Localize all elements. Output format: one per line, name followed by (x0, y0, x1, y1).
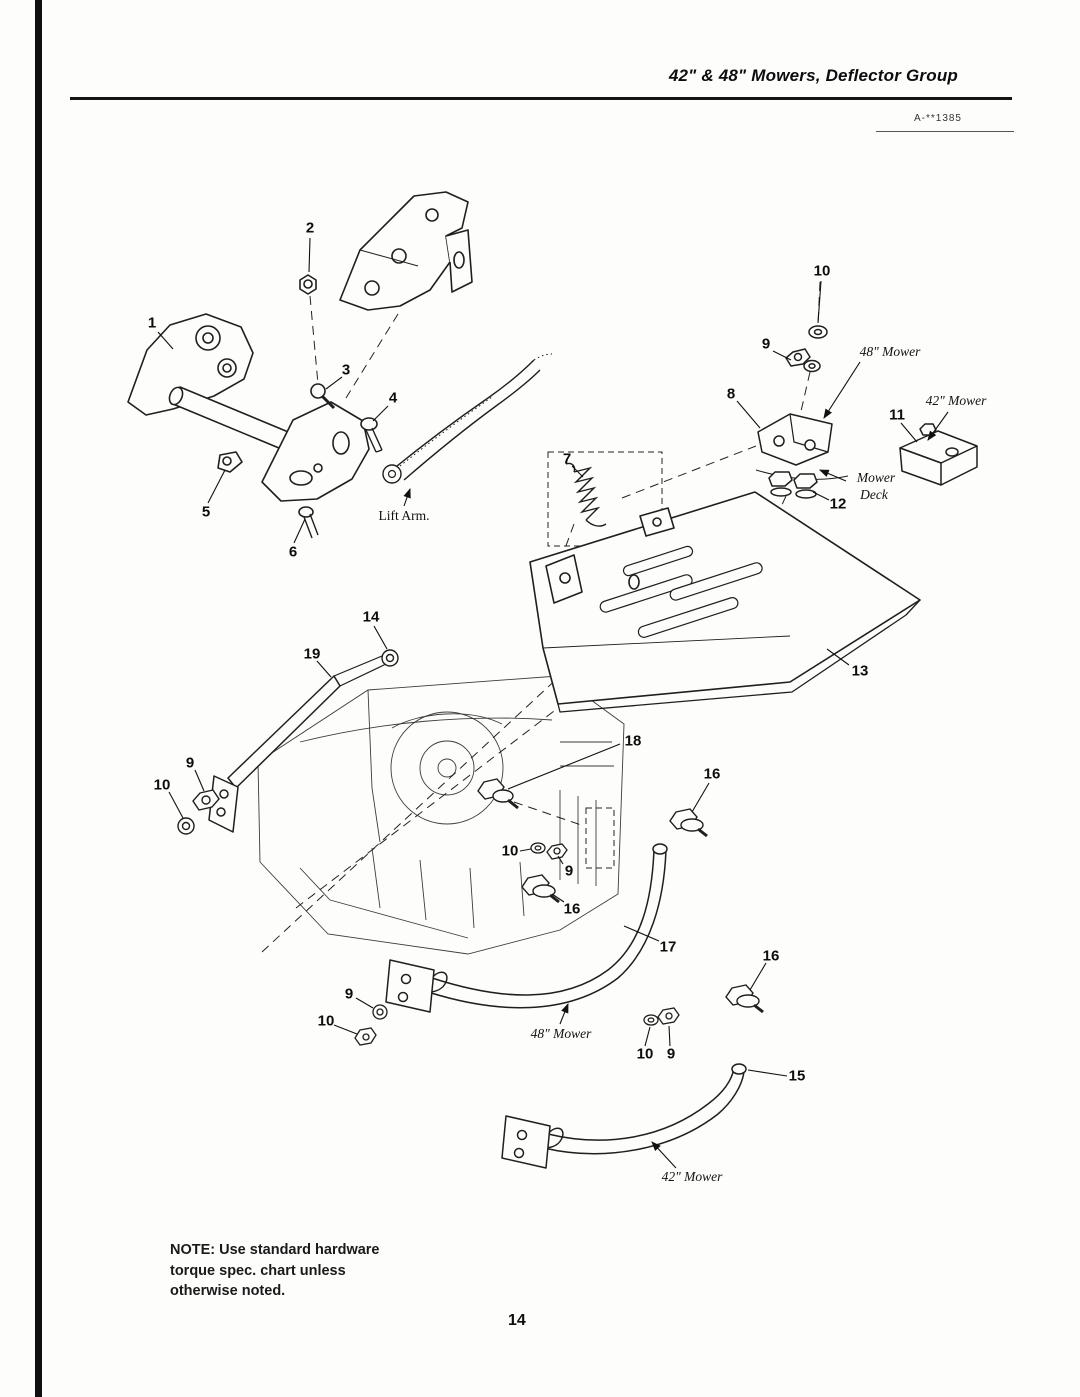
part-17-deflector-rod-48 (385, 843, 668, 1013)
label-42-mower-bottom: 42" Mower (661, 1169, 723, 1184)
part-9-10-hardware-left (177, 789, 220, 835)
callout-part-10-rod48: 10 (317, 1012, 335, 1030)
callout-part-16-c: 16 (762, 947, 780, 965)
callout-part-18: 18 (624, 732, 642, 750)
part-9-10-hardware-rod48 (354, 1004, 388, 1046)
callout-part-3: 3 (341, 361, 351, 379)
doc-code: A-**1385 (913, 113, 962, 124)
part-18-bolt (477, 778, 519, 810)
part-2-nut (299, 274, 317, 295)
label-lift-arm: Lift Arm. (378, 508, 430, 523)
note-line-2: torque spec. chart unless (170, 1262, 346, 1279)
part-8-bracket (757, 413, 833, 466)
deflector-mount-parts (757, 325, 978, 499)
part-9-10-hardware-top (785, 325, 828, 373)
a-frame-bracket (261, 401, 370, 502)
label-mower-deck-line1: Mower (856, 470, 896, 485)
part-3-bolt (310, 383, 336, 410)
callout-part-14: 14 (362, 608, 380, 626)
phantom-boxes (547, 451, 663, 869)
label-48-mower-bottom: 48" Mower (530, 1026, 592, 1041)
part-19-rod (208, 655, 387, 833)
callout-part-19: 19 (303, 645, 321, 663)
callout-part-11: 11 (889, 406, 905, 424)
plate-top-bracket (639, 507, 675, 537)
note-line-3: otherwise noted. (170, 1283, 286, 1300)
label-42-mower-top: 42" Mower (925, 393, 987, 408)
part-14-washer (381, 649, 399, 667)
callout-part-9-rod42: 9 (666, 1045, 676, 1063)
page-title: 42" & 48" Mowers, Deflector Group (668, 66, 958, 85)
part-9-10-hardware-rod42 (643, 1007, 680, 1026)
callout-part-10-top: 10 (813, 262, 831, 280)
callout-part-6: 6 (288, 543, 298, 561)
callout-part-9-left: 9 (185, 754, 195, 772)
callout-part-12: 12 (829, 495, 847, 513)
hardware-note: NOTE: Use standard hardware torque spec.… (170, 1240, 380, 1302)
part-16-bolt-a (669, 808, 708, 838)
part-16-bolts (521, 808, 764, 1014)
part-15-deflector-rod-42 (501, 1063, 747, 1169)
callout-part-10-rod42: 10 (636, 1045, 654, 1063)
label-48-mower-top: 48" Mower (859, 344, 921, 359)
callout-part-16-b: 16 (563, 900, 581, 918)
callout-part-4: 4 (388, 389, 398, 407)
callout-part-1: 1 (147, 314, 157, 332)
callout-part-17: 17 (659, 938, 677, 956)
callout-part-2: 2 (305, 219, 315, 237)
callout-part-13: 13 (851, 662, 869, 680)
part-9-10-hardware-mid (530, 842, 568, 860)
part-11-bracket (899, 423, 978, 486)
header-rule (70, 97, 1012, 100)
upper-mount-bracket (339, 191, 473, 311)
part-12-bolts (768, 471, 818, 499)
page-number: 14 (508, 1312, 526, 1329)
label-arrows (403, 361, 949, 1169)
hanger-bracket-assembly (127, 191, 473, 539)
plate-pivot-bracket (545, 554, 583, 604)
callout-part-15: 15 (788, 1067, 806, 1085)
scan-edge-border (35, 0, 42, 1397)
callout-part-8: 8 (726, 385, 736, 403)
lift-arm (382, 353, 553, 484)
callout-part-10-mid: 10 (501, 842, 519, 860)
part-16-bolt-c (725, 984, 764, 1014)
callout-part-16-a: 16 (703, 765, 721, 783)
part-7-spring (565, 462, 607, 527)
part-16-bolt-b (521, 874, 560, 904)
label-mower-deck-line2: Deck (860, 487, 888, 502)
part-13-deflector-plate (529, 491, 921, 713)
callout-part-5: 5 (201, 503, 211, 521)
callout-part-10-left: 10 (153, 776, 171, 794)
part-6-bolt (298, 506, 319, 539)
callout-part-9-mid: 9 (564, 862, 574, 880)
callout-part-7: 7 (562, 450, 572, 468)
callout-part-9-top: 9 (761, 335, 771, 353)
note-line-1: NOTE: Use standard hardware (170, 1242, 380, 1258)
plate-slots (599, 545, 763, 638)
part-1-hanger-plate (127, 313, 254, 416)
callout-part-9-rod48: 9 (344, 985, 354, 1003)
mower-deck-phantom (257, 675, 625, 955)
callout-leaders (157, 237, 918, 1077)
doc-code-underline (876, 131, 1014, 132)
part-5-clip (217, 451, 243, 473)
